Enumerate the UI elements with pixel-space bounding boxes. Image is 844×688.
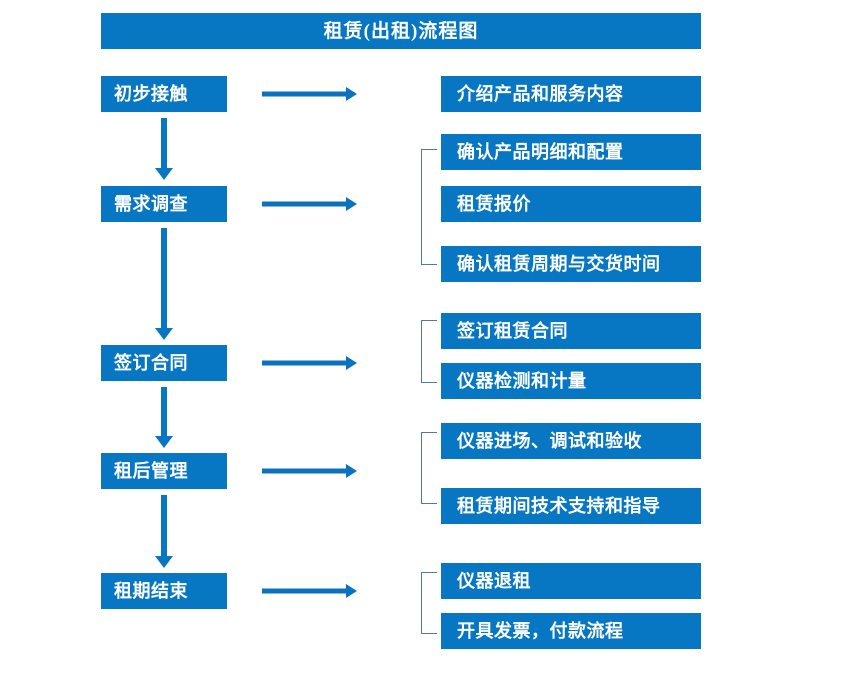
detail-node-technical-support[interactable]: 租赁期间技术支持和指导 (441, 488, 701, 524)
group-bracket-sign-contract (421, 320, 437, 383)
arrow-shaft (262, 91, 347, 97)
arrow-head-down-icon (155, 328, 173, 340)
detail-node-confirm-product-details[interactable]: 确认产品明细和配置 (441, 134, 701, 170)
vertical-arrow-stage1-to-stage2 (155, 118, 173, 180)
arrow-shaft (161, 495, 167, 556)
stage-node-requirement-survey[interactable]: 需求调查 (101, 186, 227, 222)
arrow-head-right-icon (346, 464, 357, 478)
arrow-shaft (161, 228, 167, 328)
horizontal-arrow-stage5 (262, 584, 357, 598)
arrow-head-right-icon (346, 197, 357, 211)
arrow-shaft (262, 360, 347, 366)
arrow-head-right-icon (346, 356, 357, 370)
detail-node-instrument-entry-commissioning[interactable]: 仪器进场、调试和验收 (441, 423, 701, 459)
detail-node-sign-rental-contract[interactable]: 签订租赁合同 (441, 313, 701, 349)
group-bracket-requirement-survey (421, 149, 437, 265)
stage-node-rental-end[interactable]: 租期结束 (101, 573, 227, 609)
horizontal-arrow-stage3 (262, 356, 357, 370)
vertical-arrow-stage4-to-stage5 (155, 495, 173, 568)
detail-node-instrument-return[interactable]: 仪器退租 (441, 563, 701, 599)
arrow-head-down-icon (155, 436, 173, 448)
arrow-shaft (262, 588, 347, 594)
horizontal-arrow-stage2 (262, 197, 357, 211)
stage-node-sign-contract[interactable]: 签订合同 (101, 345, 227, 381)
arrow-head-right-icon (346, 584, 357, 598)
detail-node-rental-quotation[interactable]: 租赁报价 (441, 186, 701, 222)
horizontal-arrow-stage4 (262, 464, 357, 478)
stage-node-initial-contact[interactable]: 初步接触 (101, 76, 227, 112)
arrow-shaft (161, 387, 167, 436)
horizontal-arrow-stage1 (262, 87, 357, 101)
arrow-head-right-icon (346, 87, 357, 101)
arrow-shaft (262, 468, 347, 474)
group-bracket-post-rental-management (421, 432, 437, 504)
flowchart-title-banner: 租赁(出租)流程图 (101, 13, 701, 49)
detail-node-instrument-inspection[interactable]: 仪器检测和计量 (441, 363, 701, 399)
vertical-arrow-stage2-to-stage3 (155, 228, 173, 340)
stage-node-post-rental-management[interactable]: 租后管理 (101, 453, 227, 489)
arrow-shaft (161, 118, 167, 168)
detail-node-introduce-products[interactable]: 介绍产品和服务内容 (441, 76, 701, 112)
detail-node-invoice-payment[interactable]: 开具发票，付款流程 (441, 613, 701, 649)
arrow-shaft (262, 201, 347, 207)
group-bracket-rental-end (421, 572, 437, 634)
detail-node-confirm-rental-period[interactable]: 确认租赁周期与交货时间 (441, 246, 701, 282)
arrow-head-down-icon (155, 556, 173, 568)
vertical-arrow-stage3-to-stage4 (155, 387, 173, 448)
arrow-head-down-icon (155, 168, 173, 180)
